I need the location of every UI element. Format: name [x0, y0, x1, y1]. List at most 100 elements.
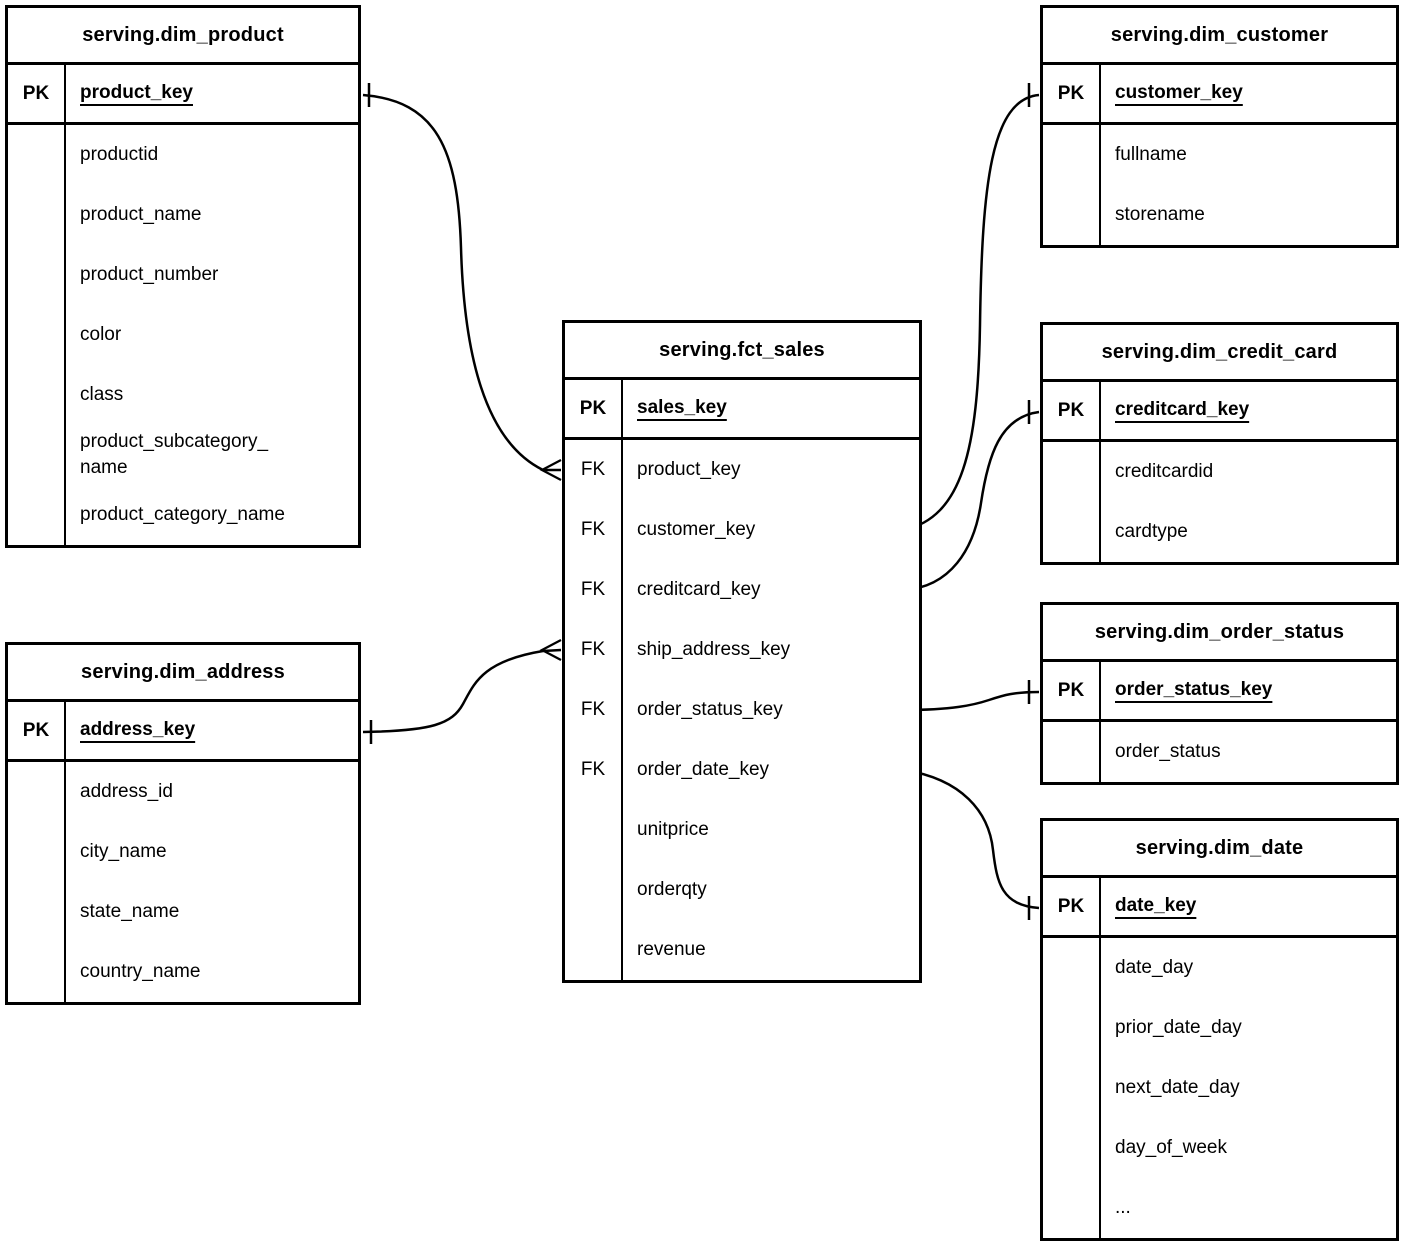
field-name: revenue: [637, 939, 706, 960]
field-row: day_of_week: [1043, 1118, 1396, 1178]
field-name: product_subcategory_ name: [80, 431, 269, 478]
many-crowfoot-icon: [539, 639, 562, 661]
field-name: orderqty: [637, 879, 707, 900]
fk-badge: FK: [565, 740, 623, 800]
field-name: ship_address_key: [637, 639, 791, 660]
field-row: country_name: [8, 942, 358, 1002]
fk-badge: FK: [565, 560, 623, 620]
key-badge: [1043, 125, 1101, 185]
pk-row: PK product_key: [8, 65, 358, 125]
field-row: FK order_date_key: [565, 740, 919, 800]
key-badge: [8, 305, 66, 365]
table-title: serving.fct_sales: [565, 323, 919, 380]
fk-badge: [565, 860, 623, 920]
pk-badge: PK: [1043, 382, 1101, 439]
field-row: unitprice: [565, 800, 919, 860]
field-row: product_category_name: [8, 485, 358, 545]
pk-field-name: creditcard_key: [1115, 399, 1250, 420]
key-badge: [8, 425, 66, 485]
fk-badge: FK: [565, 440, 623, 500]
pk-badge: PK: [1043, 65, 1101, 122]
pk-badge: PK: [565, 380, 623, 437]
relation-line: [362, 93, 561, 472]
field-name: next_date_day: [1115, 1077, 1240, 1098]
field-name: day_of_week: [1115, 1137, 1227, 1158]
field-row: revenue: [565, 920, 919, 980]
relation-line: [903, 768, 1040, 910]
field-name: unitprice: [637, 819, 709, 840]
field-name: storename: [1115, 204, 1205, 225]
field-row: product_name: [8, 185, 358, 245]
pk-row: PK address_key: [8, 702, 358, 762]
relation-line: [903, 690, 1040, 712]
field-row: FK ship_address_key: [565, 620, 919, 680]
field-name: color: [80, 324, 122, 345]
key-badge: [8, 882, 66, 942]
field-row: next_date_day: [1043, 1058, 1396, 1118]
field-row: ...: [1043, 1178, 1396, 1238]
table-title: serving.dim_address: [8, 645, 358, 702]
key-badge: [8, 762, 66, 822]
field-name: country_name: [80, 961, 201, 982]
field-row: city_name: [8, 822, 358, 882]
pk-row: PK sales_key: [565, 380, 919, 440]
field-name: cardtype: [1115, 521, 1188, 542]
table-title: serving.dim_date: [1043, 821, 1396, 878]
field-name: class: [80, 384, 124, 405]
field-row: class: [8, 365, 358, 425]
field-name: customer_key: [637, 519, 756, 540]
pk-badge: PK: [1043, 878, 1101, 935]
fk-badge: [565, 920, 623, 980]
field-name: creditcard_key: [637, 579, 761, 600]
pk-row: PK customer_key: [1043, 65, 1396, 125]
fk-badge: FK: [565, 500, 623, 560]
pk-field-name: order_status_key: [1115, 679, 1273, 700]
key-badge: [1043, 442, 1101, 502]
field-name: productid: [80, 144, 159, 165]
relation-ship-address-key: [362, 639, 562, 744]
relation-line: [903, 93, 1040, 532]
field-row: productid: [8, 125, 358, 185]
key-badge: [1043, 998, 1101, 1058]
table-serving-fct-sales: serving.fct_sales PK sales_key FK produc…: [562, 320, 922, 983]
table-title: serving.dim_credit_card: [1043, 325, 1396, 382]
many-crowfoot-icon: [539, 459, 562, 481]
field-row: color: [8, 305, 358, 365]
field-name: state_name: [80, 901, 180, 922]
field-row: product_subcategory_ name: [8, 425, 358, 485]
pk-field-name: sales_key: [637, 397, 727, 418]
key-badge: [1043, 1178, 1101, 1238]
field-row: fullname: [1043, 125, 1396, 185]
key-badge: [8, 245, 66, 305]
key-badge: [8, 125, 66, 185]
table-title: serving.dim_product: [8, 8, 358, 65]
key-badge: [1043, 722, 1101, 782]
field-name: order_status: [1115, 741, 1221, 762]
pk-row: PK date_key: [1043, 878, 1396, 938]
key-badge: [8, 822, 66, 882]
key-badge: [1043, 1118, 1101, 1178]
table-serving-dim-credit-card: serving.dim_credit_card PK creditcard_ke…: [1040, 322, 1399, 565]
field-row: orderqty: [565, 860, 919, 920]
pk-badge: PK: [8, 65, 66, 122]
field-name: address_id: [80, 781, 173, 802]
table-serving-dim-date: serving.dim_date PK date_key date_day pr…: [1040, 818, 1399, 1241]
fk-badge: [565, 800, 623, 860]
table-title: serving.dim_order_status: [1043, 605, 1396, 662]
pk-field-name: product_key: [80, 82, 193, 103]
pk-badge: PK: [1043, 662, 1101, 719]
relation-order-status-key: [899, 680, 1040, 721]
field-name: ...: [1115, 1197, 1131, 1218]
pk-row: PK order_status_key: [1043, 662, 1396, 722]
field-name: order_status_key: [637, 699, 783, 720]
table-title: serving.dim_customer: [1043, 8, 1396, 65]
key-badge: [8, 365, 66, 425]
field-row: date_day: [1043, 938, 1396, 998]
field-row: address_id: [8, 762, 358, 822]
field-name: prior_date_day: [1115, 1017, 1242, 1038]
field-row: state_name: [8, 882, 358, 942]
field-row: storename: [1043, 185, 1396, 245]
field-name: fullname: [1115, 144, 1187, 165]
pk-field-name: customer_key: [1115, 82, 1243, 103]
field-row: cardtype: [1043, 502, 1396, 562]
